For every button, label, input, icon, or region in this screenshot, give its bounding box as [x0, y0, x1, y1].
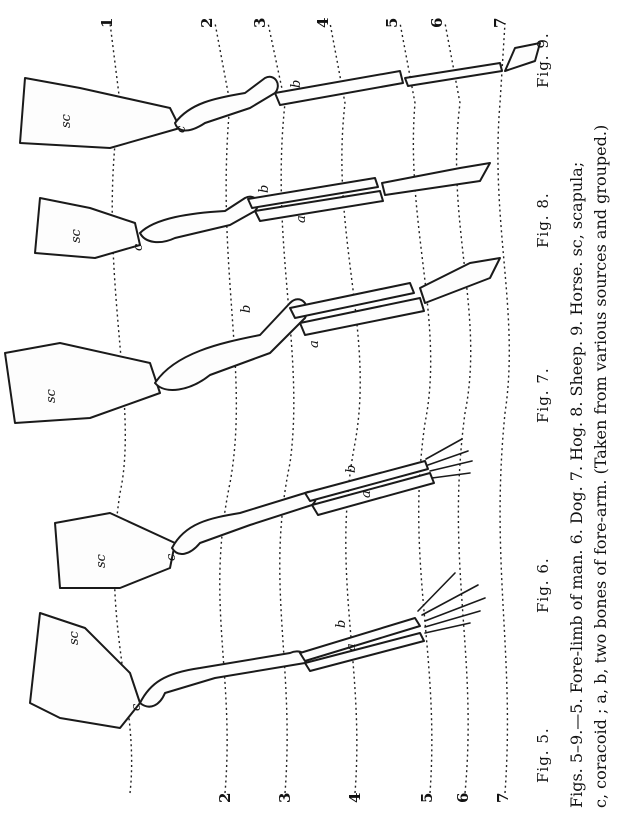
dotted-line-4: [330, 23, 360, 793]
line-number-2-left: 2: [216, 793, 234, 803]
dotted-line-3: [268, 23, 294, 793]
hand-man: [418, 573, 485, 633]
hoof-sheep: [382, 163, 490, 195]
forearm-b-label-hog: b: [239, 305, 254, 313]
coracoid-label-sheep: c: [131, 243, 146, 251]
caption-line-2: c, coracoid ; a, b, two bones of fore-ar…: [591, 125, 610, 808]
foot-hog: [420, 258, 500, 303]
fig-label-6: Fig. 6.: [534, 557, 552, 613]
line-number-4-left: 4: [346, 793, 364, 803]
line-number-6: 6: [428, 18, 446, 28]
forearm-b-label-sheep: b: [257, 185, 272, 193]
scapula-sheep: [35, 198, 140, 258]
fig-label-5: Fig. 5.: [534, 727, 552, 783]
forelimb-hog: sc a b: [5, 258, 500, 423]
dotted-line-6: [445, 23, 471, 793]
forearm-a-label-sheep: a: [294, 215, 309, 223]
scapula-label-dog: sc: [94, 553, 109, 568]
scapula-label-hog: sc: [44, 388, 59, 403]
scapula-hog: [5, 343, 160, 423]
figure-labels: Fig. 5. Fig. 6. Fig. 7. Fig. 8. Fig. 9.: [534, 32, 552, 783]
fig-label-7: Fig. 7.: [534, 367, 552, 423]
scapula-label-man: sc: [67, 630, 82, 645]
scapula-label-sheep: sc: [69, 228, 84, 243]
line-number-1: 1: [98, 18, 116, 28]
scapula-label-horse: sc: [59, 113, 74, 128]
coracoid-label-horse: c: [174, 125, 189, 133]
paw-dog: [426, 439, 472, 478]
radius-ulna-dog: [305, 461, 434, 515]
line-number-4: 4: [314, 18, 332, 28]
line-number-3-left: 3: [276, 793, 294, 803]
humerus-sheep: [140, 197, 258, 242]
dotted-line-7: [498, 23, 509, 793]
caption-line-1: Figs. 5–9.—5. Fore-limb of man. 6. Dog. …: [567, 162, 586, 808]
line-number-5: 5: [383, 18, 401, 28]
fig-label-8: Fig. 8.: [534, 192, 552, 248]
radius-ulna-sheep: [248, 178, 383, 221]
line-number-7-left: 7: [494, 793, 512, 803]
forearm-a-label-man: a: [344, 643, 359, 651]
forearm-b-label-dog: b: [344, 465, 359, 473]
fig-label-9: Fig. 9.: [534, 32, 552, 88]
line-number-2: 2: [198, 18, 216, 28]
line-number-6-left: 6: [454, 793, 472, 803]
forelimb-sheep: sc c a b: [35, 163, 490, 258]
forelimb-dog: sc c a b: [55, 439, 472, 588]
scapula-man: [30, 613, 140, 728]
scapula-dog: [55, 513, 175, 588]
humerus-hog: [155, 299, 307, 390]
coracoid-label-dog: c: [164, 553, 179, 561]
forearm-a-label-dog: a: [359, 490, 374, 498]
dotted-line-5: [400, 23, 432, 793]
forearm-b-label-man: b: [334, 620, 349, 628]
forelimb-horse: sc c b: [20, 43, 540, 148]
line-number-3: 3: [251, 18, 269, 28]
forearm-a-label-hog: a: [307, 340, 322, 348]
forearm-b-label-horse: b: [289, 80, 304, 88]
scapula-horse: [20, 78, 180, 148]
radius-ulna-hog: [290, 283, 424, 335]
humerus-horse: [175, 77, 278, 131]
caption: Figs. 5–9.—5. Fore-limb of man. 6. Dog. …: [567, 125, 610, 808]
humerus-man: [140, 651, 306, 706]
line-number-7: 7: [491, 18, 509, 28]
humerus-dog: [172, 492, 316, 554]
line-number-5-left: 5: [418, 793, 436, 803]
forelimb-man: sc c a b: [30, 573, 485, 728]
coracoid-label-man: c: [129, 703, 144, 711]
